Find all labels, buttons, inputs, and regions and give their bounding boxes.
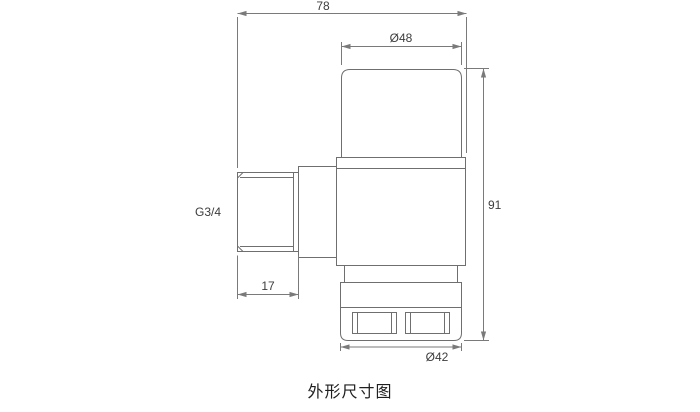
dim-inlet-length: 17	[237, 255, 299, 299]
drain-slot-left	[352, 312, 397, 334]
dim-total-height-label: 91	[488, 198, 502, 212]
dim-outlet-diameter-label: Ø42	[426, 350, 449, 364]
body-outline	[336, 157, 466, 266]
dim-cap-diameter-label: Ø48	[390, 31, 413, 45]
dim-total-width-label: 78	[316, 0, 330, 13]
dim-total-height: 91	[464, 68, 502, 341]
dim-inlet-thread-label: G3/4	[195, 205, 221, 219]
drain-slot-right-outline	[405, 312, 450, 334]
dim-inlet-thread: G3/4	[195, 205, 221, 219]
inlet-chamfer-top	[237, 172, 244, 179]
cap-outline	[341, 69, 462, 158]
dim-total-width: 78	[237, 0, 467, 168]
inlet-thread-outline	[237, 172, 299, 252]
inlet-chamfer-bottom	[237, 245, 244, 252]
dim-inlet-length-label: 17	[261, 279, 275, 293]
bottom-step-outline	[344, 265, 458, 283]
bottom-cap-outline	[340, 282, 462, 341]
valve-outline	[237, 69, 466, 341]
drain-slot-left-outline	[352, 312, 397, 334]
dim-cap-diameter: Ø48	[341, 31, 462, 65]
dim-outlet-diameter: Ø42	[340, 343, 462, 364]
inlet-boss-outline	[298, 166, 337, 258]
drawing-caption: 外形尺寸图	[307, 383, 392, 401]
dimension-annotations: 78 Ø48 91 G3/4 17	[195, 0, 502, 364]
drain-slot-right	[405, 312, 450, 334]
